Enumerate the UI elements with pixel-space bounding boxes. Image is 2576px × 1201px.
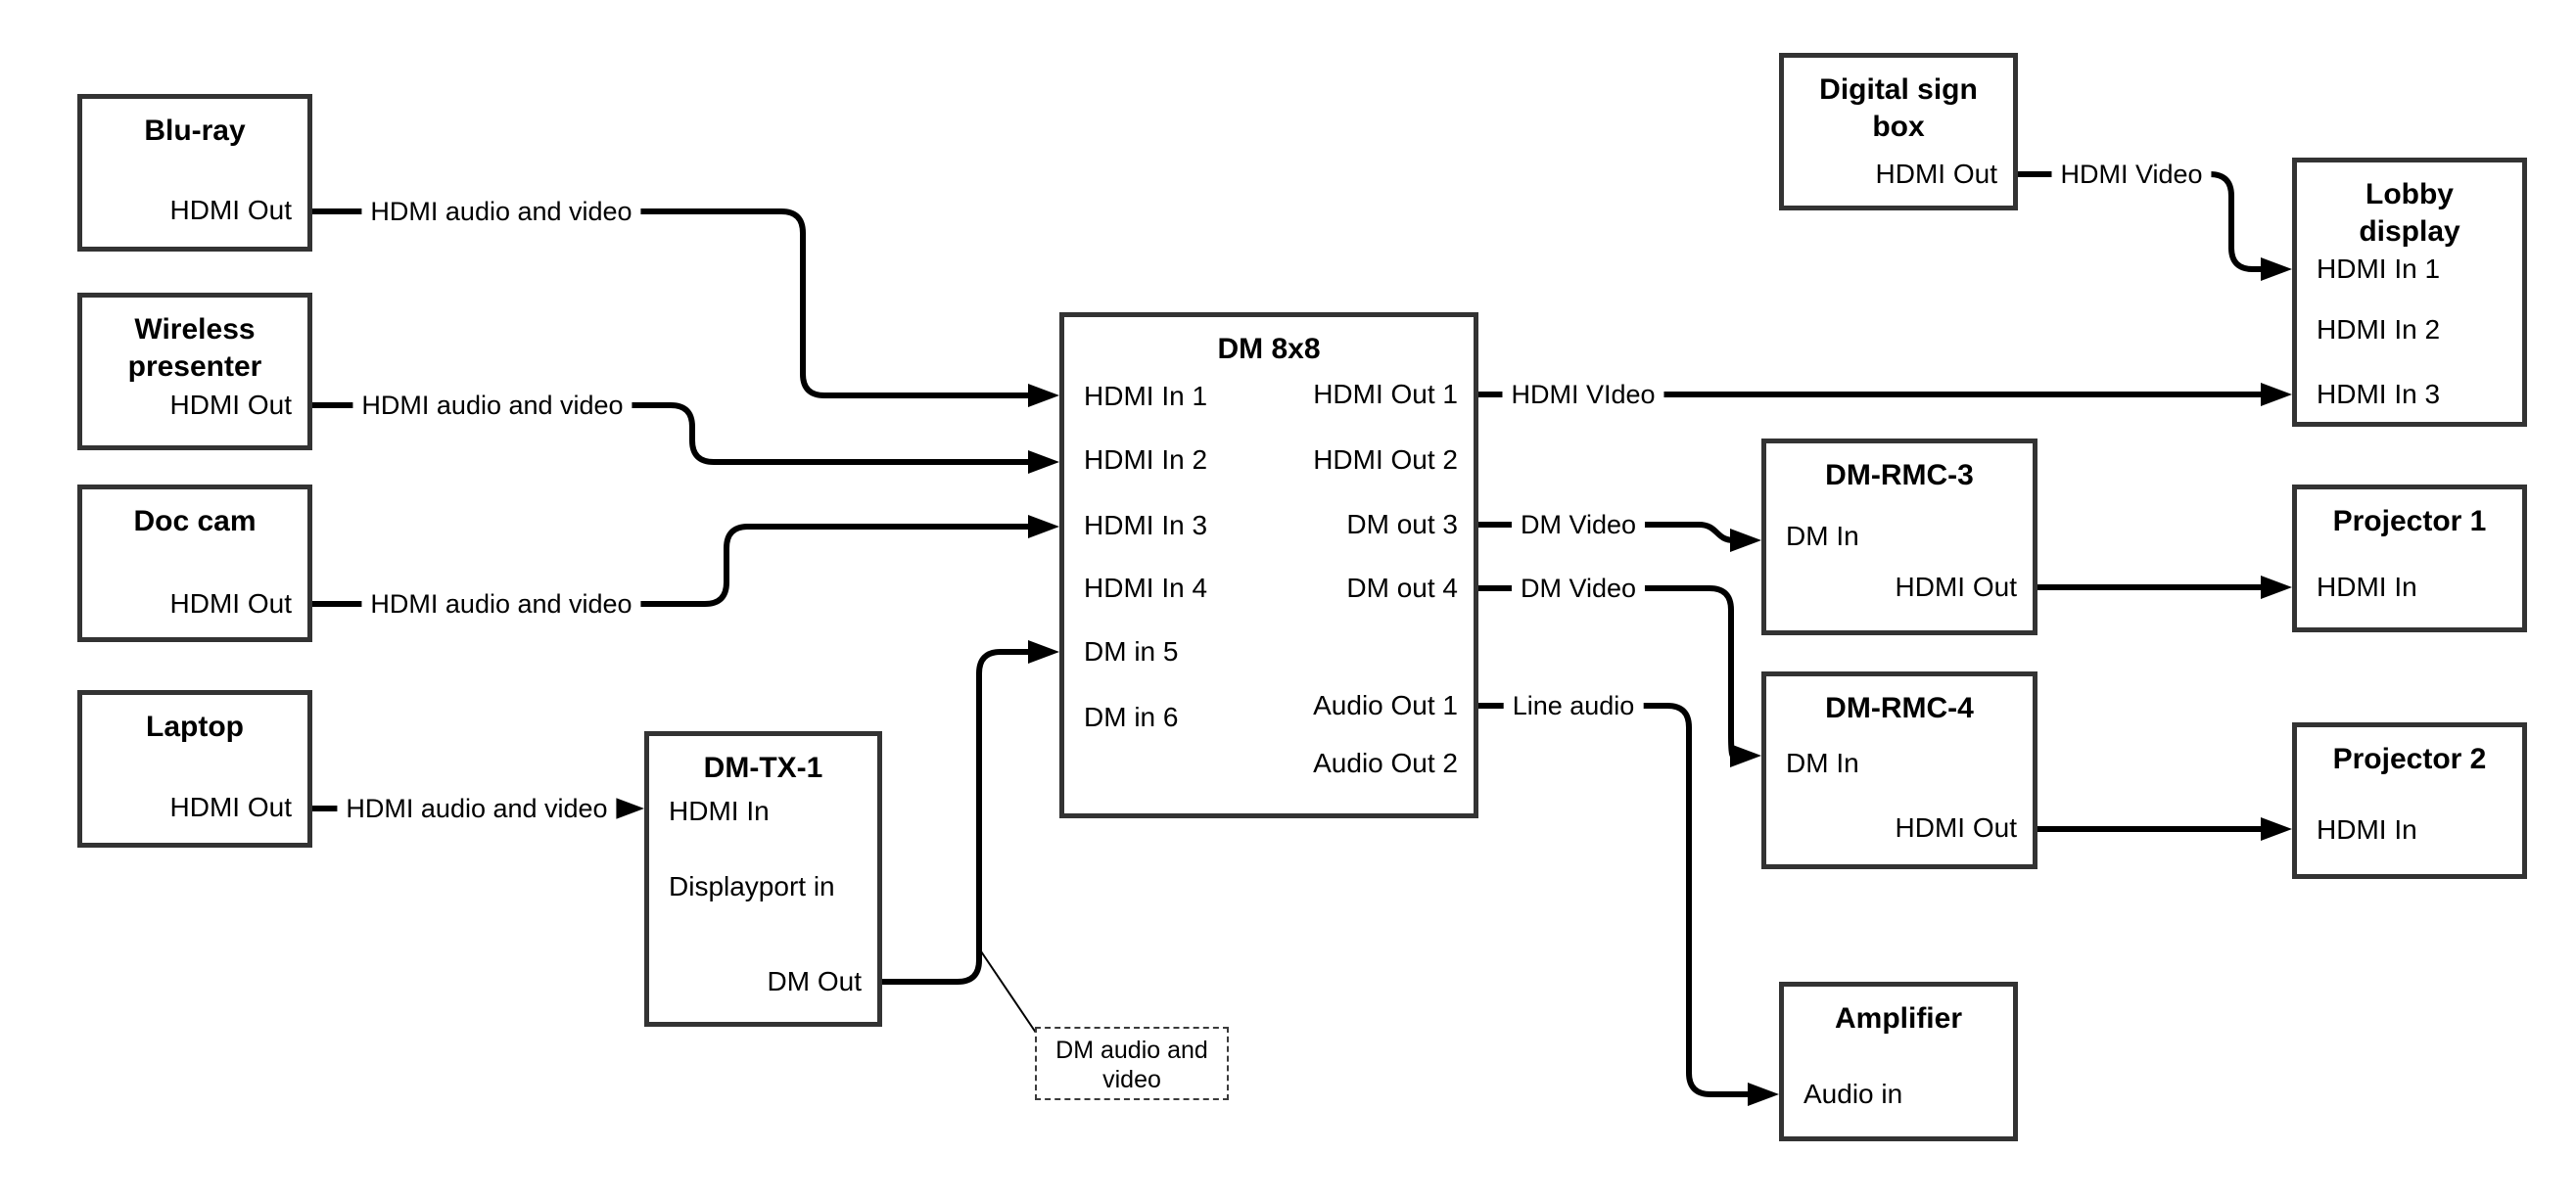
connector-dmtx1-to-dm8x8 <box>882 649 1032 985</box>
node-digital-sign-box: Digital sign box HDMI Out <box>1779 53 2018 210</box>
edge-label-doccam-hdmi: HDMI audio and video <box>361 588 641 620</box>
port-dm8x8-hdmi-out-2: HDMI Out 2 <box>1313 444 1458 475</box>
arrowhead-dm8x8-hdmi-in-3 <box>1028 515 1059 538</box>
edge-label-laptop-hdmi: HDMI audio and video <box>337 793 617 824</box>
port-lobby-hdmi-in-2: HDMI In 2 <box>2317 314 2441 345</box>
port-dm8x8-dm-in-6: DM in 6 <box>1084 702 1179 732</box>
arrowhead-projector2-hdmi-in <box>2261 817 2292 841</box>
arrowhead-dm8x8-hdmi-in-2 <box>1028 450 1059 474</box>
node-wireless-presenter: Wireless presenter HDMI Out <box>77 293 312 450</box>
node-amplifier: Amplifier Audio in <box>1779 982 2018 1141</box>
node-projector-2: Projector 2 HDMI In <box>2292 722 2527 879</box>
node-projector-1: Projector 1 HDMI In <box>2292 485 2527 632</box>
connector-bluray-to-dm8x8 <box>312 208 1032 398</box>
port-dm8x8-hdmi-out-1: HDMI Out 1 <box>1313 379 1458 409</box>
port-lobby-hdmi-in-3: HDMI In 3 <box>2317 379 2441 409</box>
port-dmtx1-dm-out: DM Out <box>767 966 862 996</box>
port-dm8x8-dm-in-5: DM in 5 <box>1084 636 1179 667</box>
port-doccam-hdmi-out: HDMI Out <box>169 588 292 619</box>
arrowhead-lobby-hdmi-in-3 <box>2261 383 2292 406</box>
port-dm8x8-dm-out-4: DM out 4 <box>1346 573 1458 603</box>
port-rmc4-dm-in: DM In <box>1786 748 1859 778</box>
arrowhead-dmtx1-hdmi-in <box>613 797 644 820</box>
port-dm8x8-hdmi-in-4: HDMI In 4 <box>1084 573 1208 603</box>
connector-dm8x8-dmout3-to-rmc3 <box>1478 522 1735 543</box>
port-dmtx1-displayport-in: Displayport in <box>669 871 835 901</box>
edge-label-digitalsign-hdmi-video: HDMI Video <box>2051 159 2212 190</box>
node-dm-rmc-3: DM-RMC-3 DM In HDMI Out <box>1761 439 2037 635</box>
connector-doccam-to-dm8x8 <box>312 524 1032 607</box>
port-dm8x8-hdmi-in-2: HDMI In 2 <box>1084 444 1208 475</box>
port-laptop-hdmi-out: HDMI Out <box>169 792 292 822</box>
connector-digitalsign-to-lobby <box>2018 171 2265 272</box>
connector-dm8x8-audioout1-to-amplifier <box>1478 703 1752 1097</box>
node-title: DM 8x8 <box>1217 333 1321 365</box>
edge-label-hdmi-video-out1: HDMI VIdeo <box>1502 379 1664 410</box>
arrowhead-lobby-hdmi-in-1 <box>2261 257 2292 281</box>
port-bluray-hdmi-out: HDMI Out <box>169 195 292 225</box>
port-dm8x8-hdmi-in-1: HDMI In 1 <box>1084 381 1208 411</box>
port-rmc3-dm-in: DM In <box>1786 521 1859 551</box>
node-title: Doc cam <box>133 505 257 537</box>
edge-label-line-audio: Line audio <box>1503 690 1644 721</box>
edge-label-bluray-hdmi: HDMI audio and video <box>361 196 641 227</box>
port-rmc4-hdmi-out: HDMI Out <box>1895 812 2017 843</box>
callout-dm-audio-and-video: DM audio and video <box>1035 1027 1229 1100</box>
port-projector2-hdmi-in: HDMI In <box>2317 814 2417 845</box>
node-dm-8x8: DM 8x8 HDMI In 1 HDMI In 2 HDMI In 3 HDM… <box>1059 312 1478 818</box>
node-title: DM-RMC-4 <box>1825 692 1974 724</box>
edge-label-dm-video-out4: DM Video <box>1511 573 1646 604</box>
arrowhead-projector1-hdmi-in <box>2261 576 2292 599</box>
node-bluray: Blu-ray HDMI Out <box>77 94 312 252</box>
arrowhead-dm8x8-hdmi-in-1 <box>1028 384 1059 407</box>
arrowhead-rmc4-dm-in <box>1730 744 1761 767</box>
node-dm-rmc-4: DM-RMC-4 DM In HDMI Out <box>1761 671 2037 869</box>
port-dm8x8-hdmi-in-3: HDMI In 3 <box>1084 510 1208 540</box>
port-projector1-hdmi-in: HDMI In <box>2317 572 2417 602</box>
port-dm8x8-dm-out-3: DM out 3 <box>1346 509 1458 539</box>
port-rmc3-hdmi-out: HDMI Out <box>1895 572 2017 602</box>
node-title: DM-RMC-3 <box>1825 459 1974 491</box>
port-dmtx1-hdmi-in: HDMI In <box>669 796 770 826</box>
callout-leader-line <box>980 950 1037 1034</box>
node-title: Lobby display <box>2359 178 2460 248</box>
node-title: Wireless presenter <box>127 313 262 383</box>
node-laptop: Laptop HDMI Out <box>77 690 312 848</box>
node-doc-cam: Doc cam HDMI Out <box>77 485 312 642</box>
port-wireless-hdmi-out: HDMI Out <box>169 390 292 420</box>
node-title: DM-TX-1 <box>703 752 823 784</box>
port-amplifier-audio-in: Audio in <box>1803 1079 1903 1109</box>
edge-label-dm-video-out3: DM Video <box>1511 509 1646 540</box>
connector-wireless-to-dm8x8 <box>312 402 1032 465</box>
port-digitalsign-hdmi-out: HDMI Out <box>1875 159 1997 189</box>
arrowhead-amplifier-audio-in <box>1748 1083 1779 1106</box>
port-dm8x8-audio-out-1: Audio Out 1 <box>1313 690 1458 720</box>
node-title: Digital sign box <box>1819 73 1978 143</box>
arrowhead-dm8x8-dm-in-5 <box>1028 640 1059 664</box>
arrowhead-rmc3-dm-in <box>1730 529 1761 552</box>
node-title: Projector 2 <box>2332 743 2487 775</box>
node-title: Laptop <box>146 711 244 743</box>
port-lobby-hdmi-in-1: HDMI In 1 <box>2317 254 2441 284</box>
connector-dm8x8-dmout4-to-rmc4 <box>1478 585 1736 759</box>
node-dm-tx-1: DM-TX-1 HDMI In Displayport in DM Out <box>644 731 882 1027</box>
node-title: Amplifier <box>1834 1002 1963 1035</box>
node-lobby-display: Lobby display HDMI In 1 HDMI In 2 HDMI I… <box>2292 158 2527 427</box>
port-dm8x8-audio-out-2: Audio Out 2 <box>1313 748 1458 778</box>
edge-label-wireless-hdmi: HDMI audio and video <box>352 390 632 421</box>
node-title: Blu-ray <box>144 115 246 147</box>
node-title: Projector 1 <box>2332 505 2487 537</box>
